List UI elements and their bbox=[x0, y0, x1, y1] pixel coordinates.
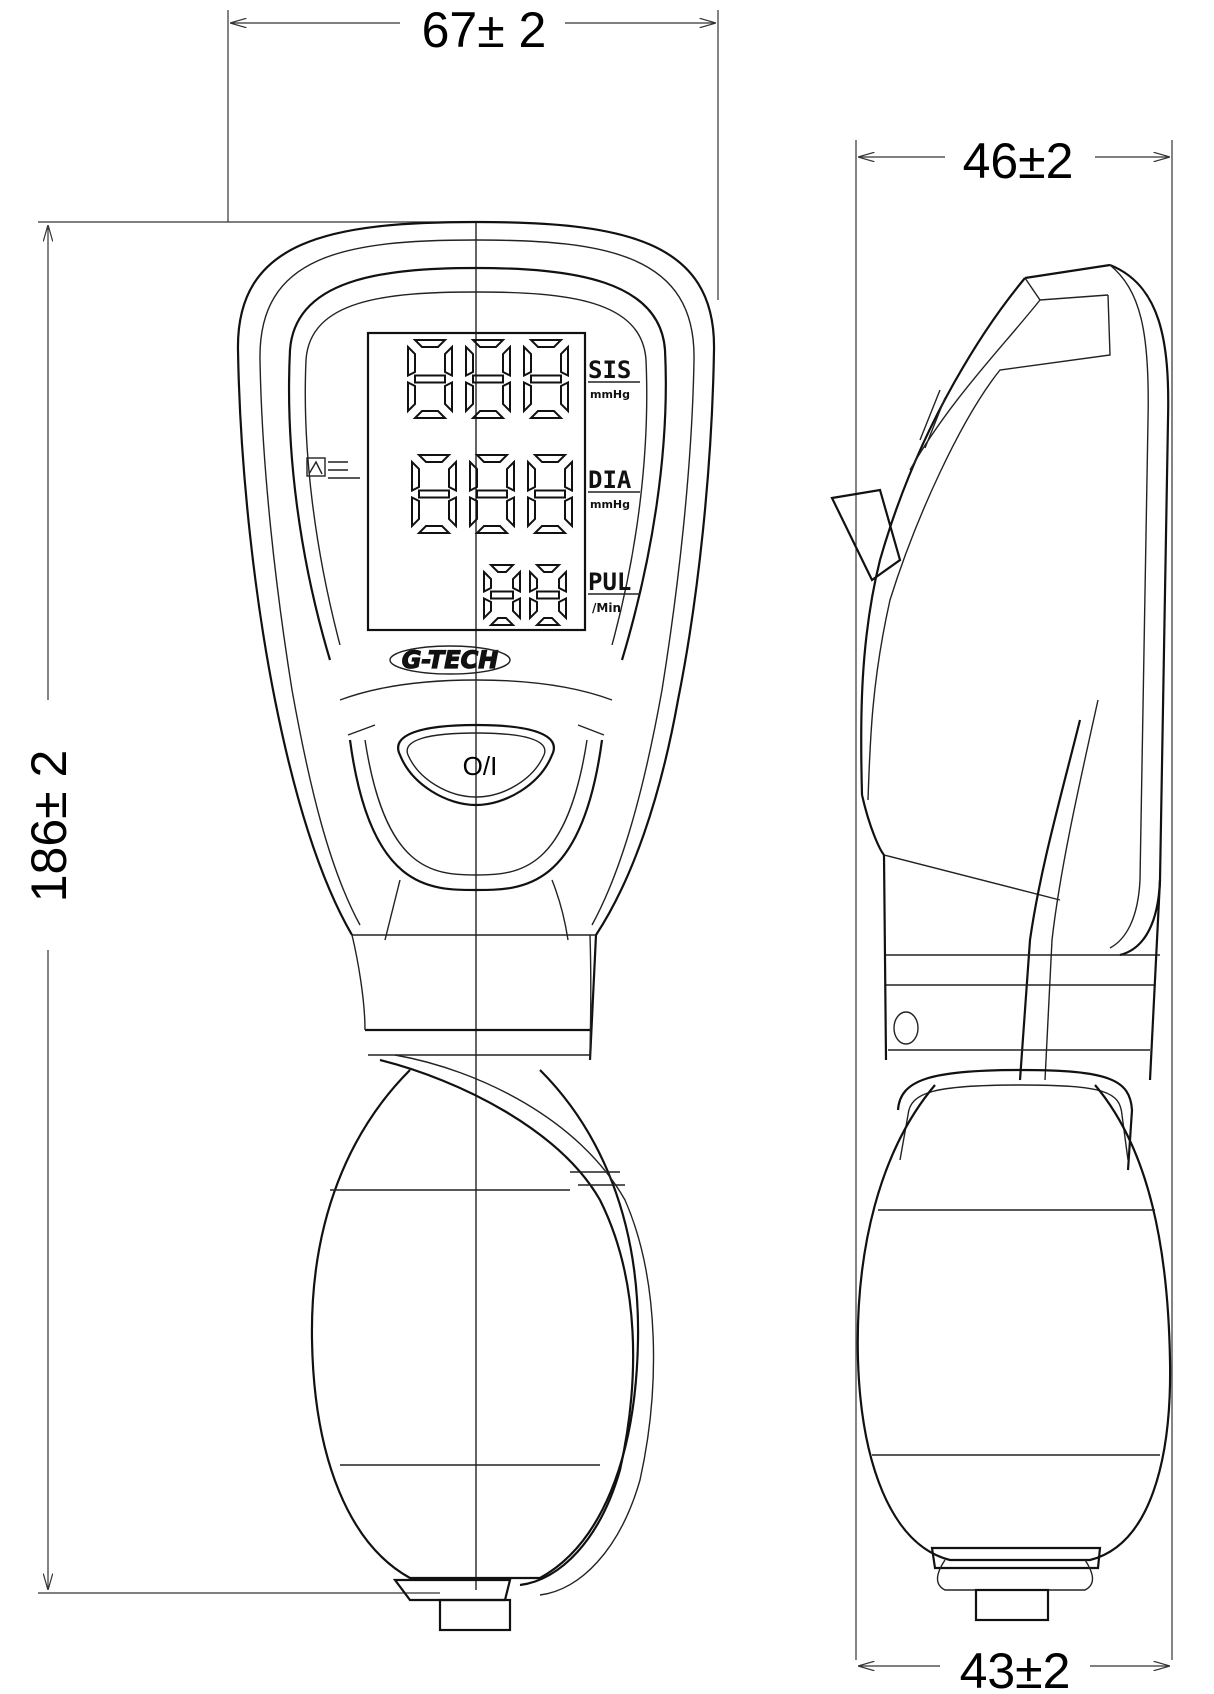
height-dimension: 186± 2 bbox=[21, 221, 478, 1594]
side-bottom-width-dimension: 43±2 bbox=[859, 1643, 1169, 1694]
dia-unit: mmHg bbox=[590, 498, 630, 511]
diastolic-digits bbox=[411, 454, 573, 534]
power-button[interactable]: O/I bbox=[397, 723, 555, 807]
dia-digit-1 bbox=[411, 454, 457, 534]
pul-unit: /Min bbox=[592, 601, 621, 615]
systolic-digits bbox=[407, 339, 569, 419]
dia-label: DIA bbox=[588, 466, 632, 494]
front-width-label: 67± 2 bbox=[422, 2, 547, 58]
pulse-digits bbox=[483, 564, 567, 626]
side-top-width-label: 46±2 bbox=[963, 133, 1074, 189]
memory-icon bbox=[306, 457, 360, 479]
brand-logo: G-TECH bbox=[402, 646, 499, 674]
dia-digit-2 bbox=[469, 454, 515, 534]
power-button-label: O/I bbox=[463, 751, 498, 781]
lcd-display: SIS mmHg DIA mmHg PUL /Min bbox=[407, 339, 640, 626]
pul-label: PUL bbox=[588, 568, 631, 596]
side-bottom-width-label: 43±2 bbox=[960, 1643, 1071, 1694]
pul-digit-2 bbox=[529, 564, 567, 626]
height-label: 186± 2 bbox=[21, 750, 77, 903]
sys-digit-1 bbox=[407, 339, 453, 419]
dia-digit-3 bbox=[527, 454, 573, 534]
sys-unit: mmHg bbox=[590, 388, 630, 401]
side-top-width-dimension: 46±2 bbox=[855, 133, 1173, 1660]
sys-digit-2 bbox=[465, 339, 511, 419]
sys-label: SIS bbox=[588, 356, 631, 384]
front-width-dimension: 67± 2 bbox=[227, 2, 719, 300]
side-view bbox=[830, 263, 1172, 1622]
pul-digit-1 bbox=[483, 564, 521, 626]
front-view: G-TECH O/I bbox=[236, 220, 716, 1632]
sys-digit-3 bbox=[523, 339, 569, 419]
